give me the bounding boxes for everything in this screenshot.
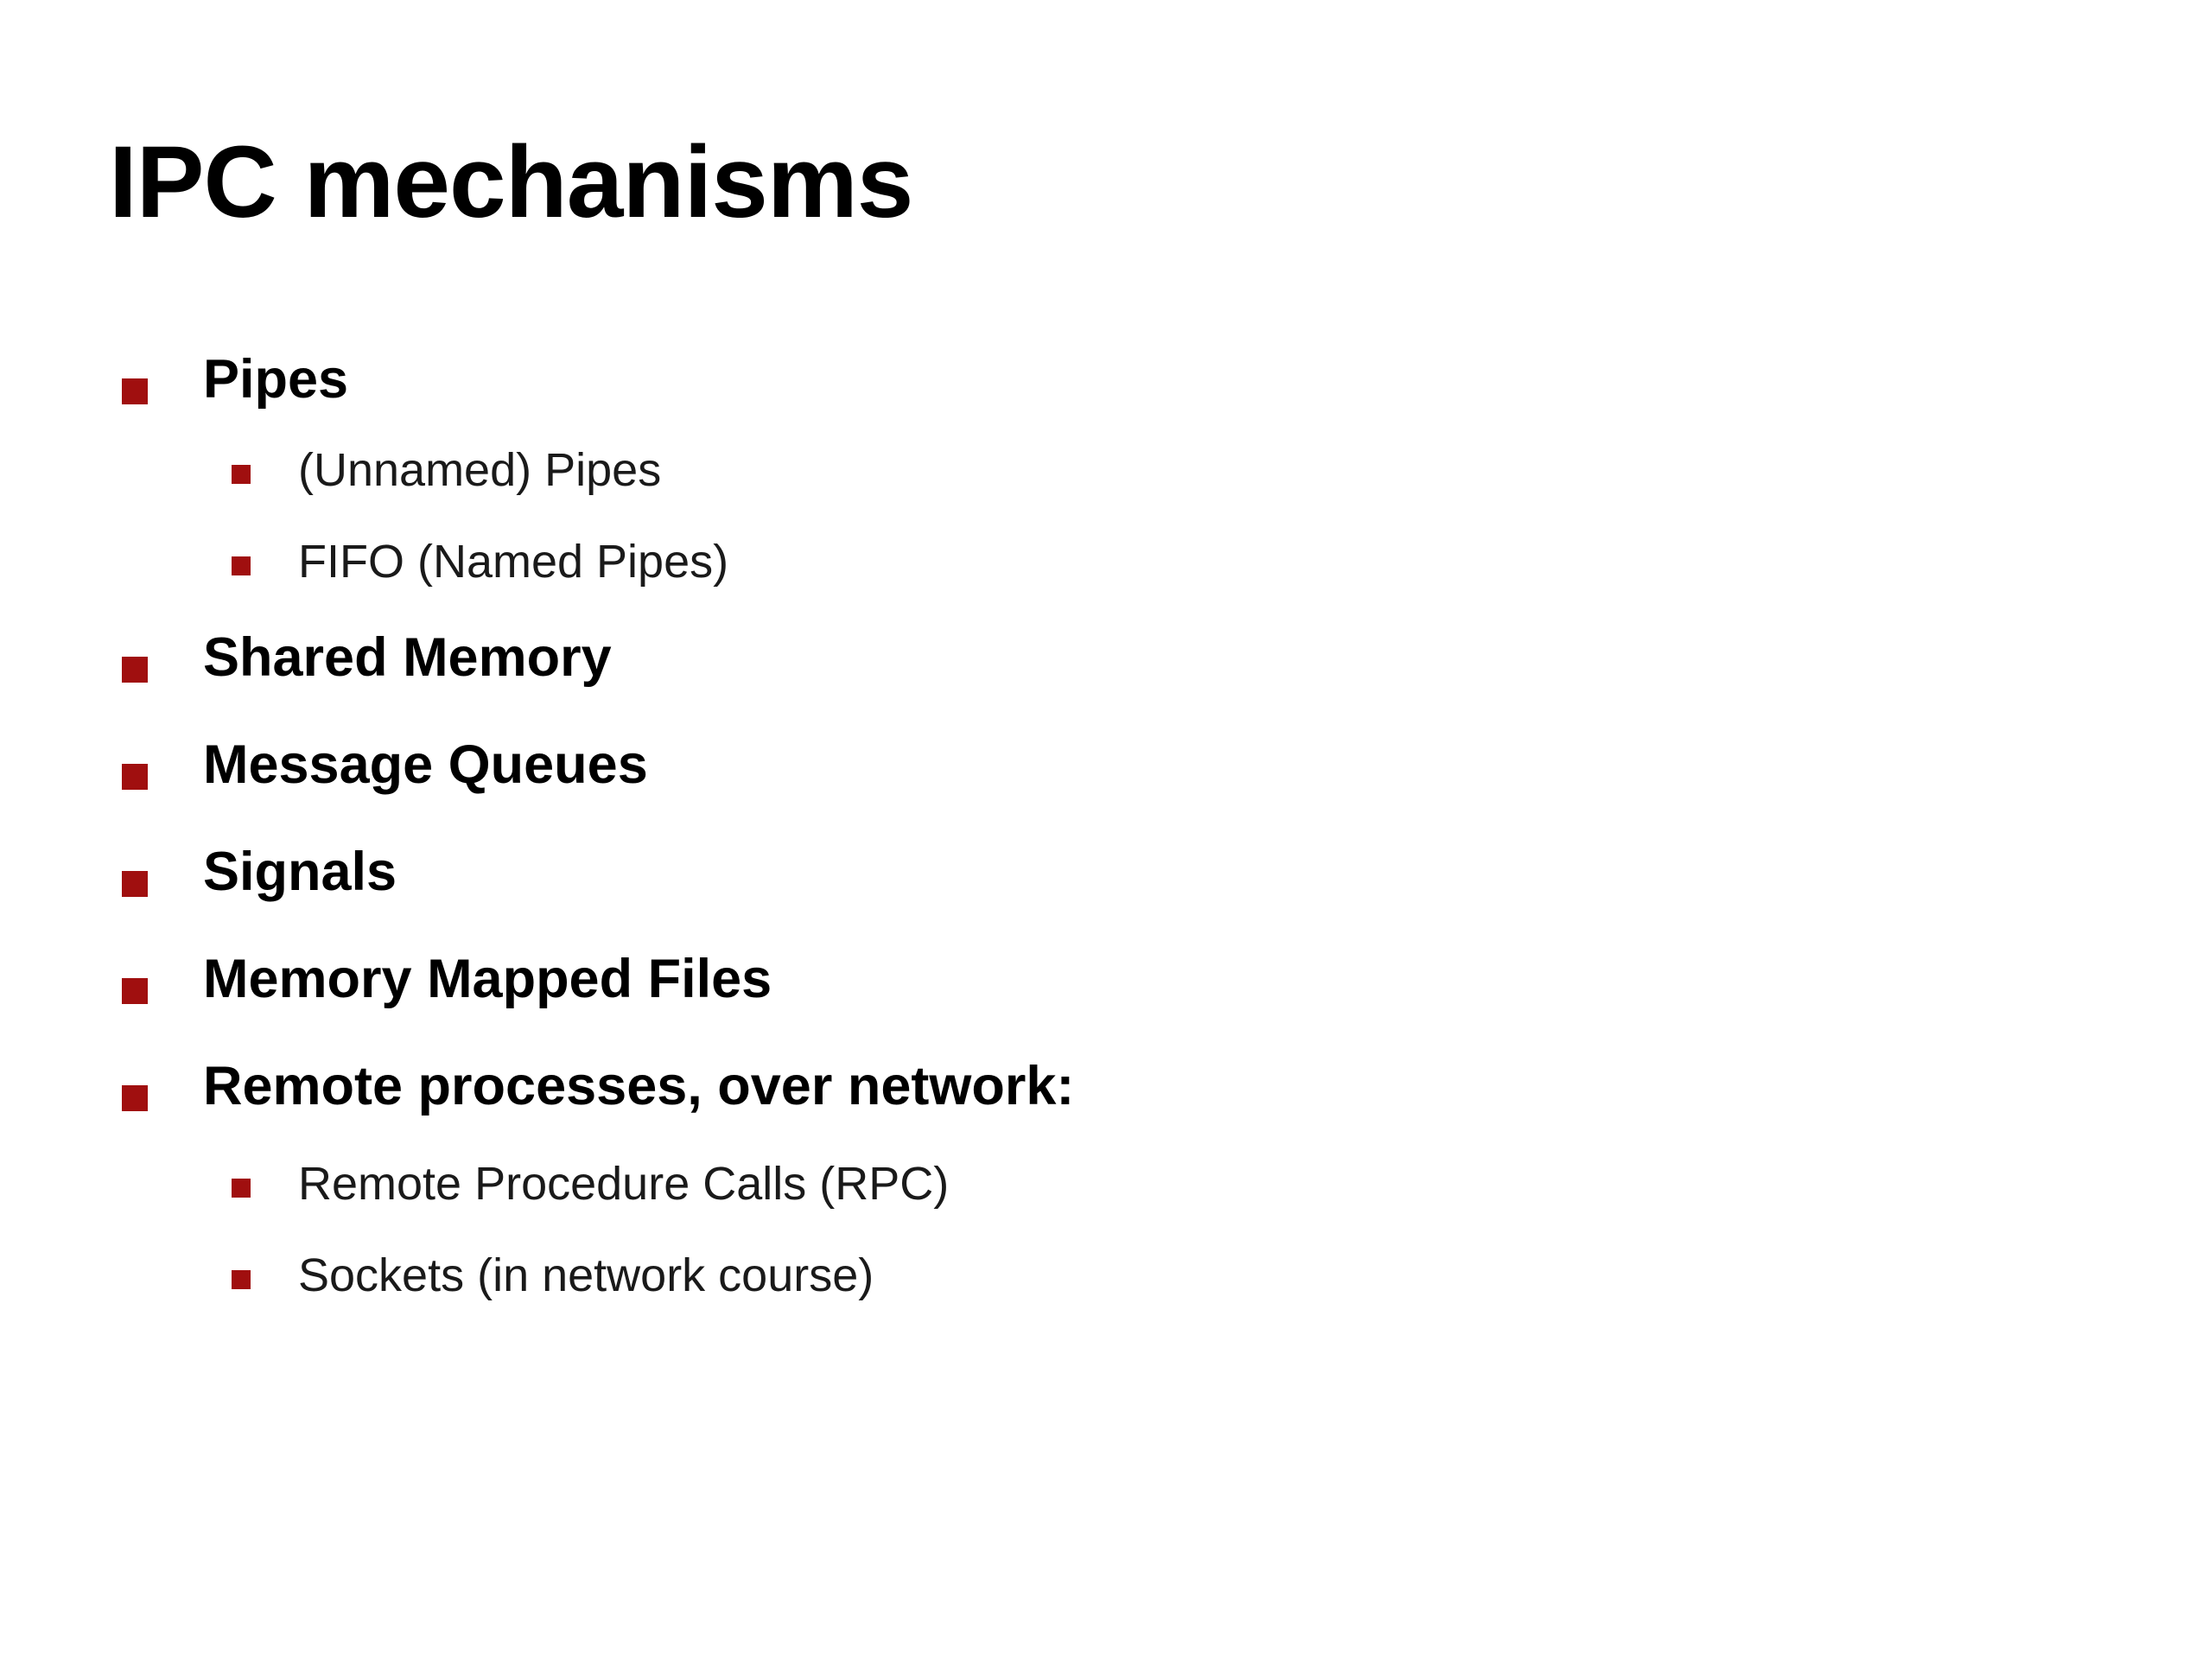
- bullet-list: Pipes (Unnamed) Pipes FIFO (Named Pipes)…: [0, 337, 2212, 1320]
- bullet-square-icon: [122, 1085, 148, 1111]
- list-item[interactable]: Remote processes, over network:: [0, 1044, 2212, 1128]
- list-item[interactable]: Shared Memory: [0, 615, 2212, 700]
- bullet-square-icon: [122, 378, 148, 404]
- list-item-label: Pipes: [203, 349, 349, 410]
- list-item-label: Signals: [203, 842, 397, 902]
- list-item-label: Sockets (in network course): [298, 1249, 874, 1301]
- list-item[interactable]: (Unnamed) Pipes: [0, 425, 2212, 515]
- bullet-square-small-icon: [232, 465, 251, 484]
- bullet-square-icon: [122, 871, 148, 897]
- list-item[interactable]: Message Queues: [0, 722, 2212, 807]
- list-item-label: Message Queues: [203, 734, 648, 795]
- list-item[interactable]: FIFO (Named Pipes): [0, 517, 2212, 607]
- page-title: IPC mechanisms: [109, 125, 913, 239]
- list-item-label: (Unnamed) Pipes: [298, 444, 662, 496]
- list-item-label: FIFO (Named Pipes): [298, 536, 729, 588]
- bullet-square-small-icon: [232, 1179, 251, 1198]
- bullet-square-icon: [122, 978, 148, 1004]
- list-item[interactable]: Remote Procedure Calls (RPC): [0, 1139, 2212, 1229]
- list-item[interactable]: Memory Mapped Files: [0, 937, 2212, 1021]
- list-item-label: Memory Mapped Files: [203, 949, 772, 1009]
- list-item[interactable]: Sockets (in network course): [0, 1230, 2212, 1320]
- bullet-square-small-icon: [232, 1270, 251, 1289]
- bullet-square-small-icon: [232, 556, 251, 575]
- list-item-label: Remote processes, over network:: [203, 1056, 1075, 1116]
- list-item-label: Remote Procedure Calls (RPC): [298, 1158, 950, 1210]
- list-item[interactable]: Pipes: [0, 337, 2212, 422]
- list-item-label: Shared Memory: [203, 627, 612, 688]
- bullet-square-icon: [122, 764, 148, 790]
- bullet-square-icon: [122, 657, 148, 683]
- list-item[interactable]: Signals: [0, 830, 2212, 914]
